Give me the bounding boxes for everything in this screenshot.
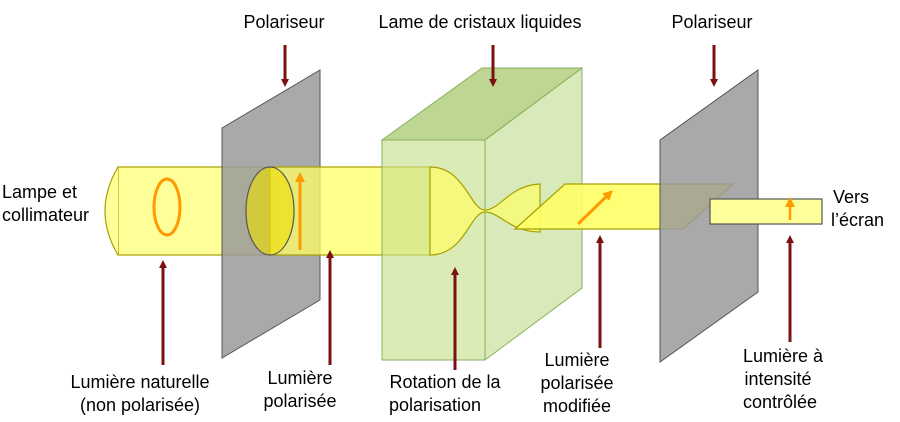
output-beam (709, 197, 823, 225)
label-rotation-line1: Rotation de la (389, 372, 501, 392)
tilted-polarization-arrow (576, 190, 613, 226)
label-vers-line2: l’écran (831, 210, 884, 230)
label-controlee-line1: Lumière à (743, 346, 824, 366)
label-vers-line1: Vers (833, 187, 869, 207)
label-modifiee-line3: modifiée (543, 396, 611, 416)
twisted-beam (429, 166, 541, 256)
label-modifiee-line1: Lumière (544, 350, 609, 370)
label-naturelle-line1: Lumière naturelle (70, 372, 209, 392)
label-lampe-line1: Lampe et (2, 182, 77, 202)
label-controlee-line3: contrôlée (743, 392, 817, 412)
label-lampe-line2: collimateur (2, 205, 89, 225)
label-polariseur-left: Polariseur (243, 12, 324, 32)
label-polarisee-line2: polarisée (263, 391, 336, 411)
labels: Polariseur Lame de cristaux liquides Pol… (2, 12, 884, 416)
label-polarisee-line1: Lumière (267, 368, 332, 388)
polarizer-right (659, 69, 759, 363)
natural-light-polarization-icon (152, 177, 182, 237)
label-lame: Lame de cristaux liquides (378, 12, 581, 32)
label-rotation-line2: polarisation (389, 395, 481, 415)
pointer-arrows (159, 45, 794, 370)
label-polariseur-right: Polariseur (671, 12, 752, 32)
label-modifiee-line2: polarisée (540, 373, 613, 393)
label-naturelle-line2: (non polarisée) (80, 395, 200, 415)
label-controlee-line2: intensité (744, 369, 811, 389)
